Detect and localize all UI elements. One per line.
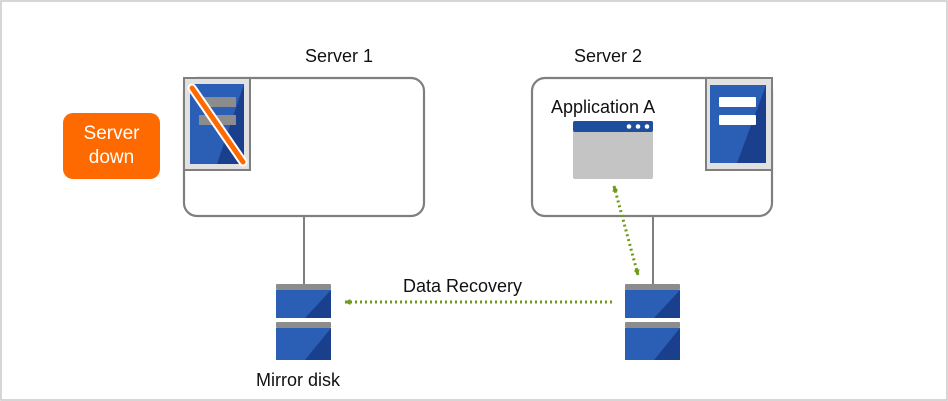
status-badge: Server down: [63, 113, 160, 179]
disk-icon: [625, 284, 680, 360]
application-label: Application A: [551, 97, 656, 117]
disk-icon: [276, 284, 331, 360]
server1-label: Server 1: [305, 46, 374, 66]
application-window-icon: [573, 121, 653, 179]
mirror-disk-label: Mirror disk: [256, 370, 340, 390]
data-recovery-label: Data Recovery: [403, 276, 523, 296]
server2-label: Server 2: [574, 46, 643, 66]
application-disk-access-arrow: [612, 185, 640, 276]
server-down-icon: [183, 77, 251, 171]
server-icon: [705, 77, 773, 171]
